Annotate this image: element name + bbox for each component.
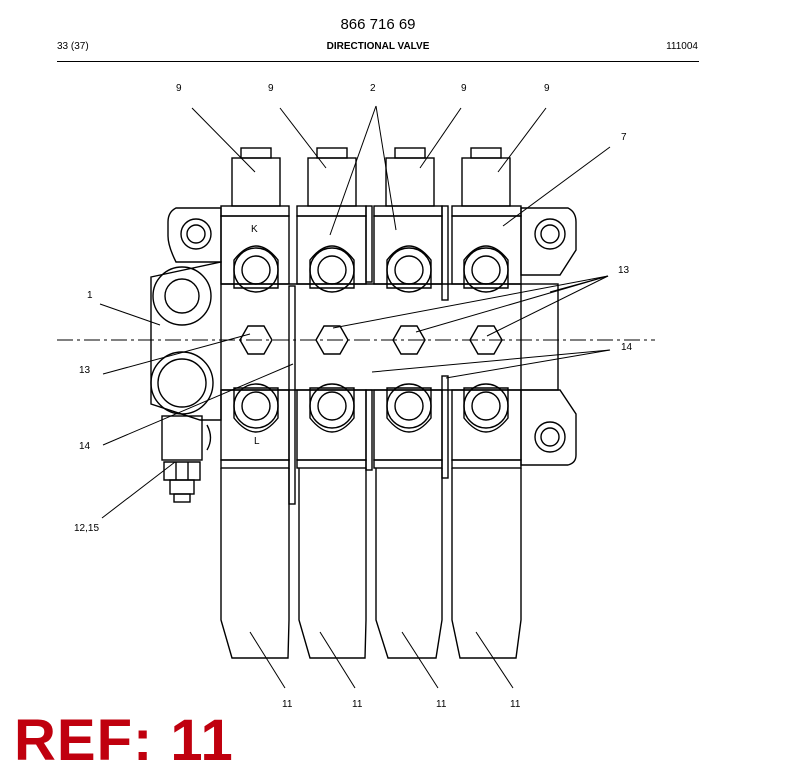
inlet-port	[152, 266, 212, 326]
date-code: 111004	[666, 41, 698, 52]
callout-9: 9	[176, 83, 182, 94]
valve-section-2	[296, 147, 373, 659]
callout-11: 11	[282, 699, 293, 710]
mounting-hole-right-top	[534, 218, 566, 250]
valve-section-4	[451, 147, 522, 659]
callout-11: 11	[510, 699, 521, 710]
callout-14: 14	[621, 342, 633, 353]
callout-9: 9	[544, 83, 550, 94]
port-label-k: K	[251, 224, 258, 235]
callout-14: 14	[79, 441, 91, 452]
valve-section-3	[373, 147, 449, 659]
callout-1: 1	[87, 290, 93, 301]
inlet-end-cover	[167, 207, 222, 263]
page-indicator: 33 (37)	[57, 41, 89, 52]
relief-valve-nut	[163, 461, 201, 481]
inlet-port-large	[150, 351, 214, 415]
document-number: 866 716 69	[340, 16, 416, 33]
callout-11: 11	[436, 699, 447, 710]
callout-9: 9	[461, 83, 467, 94]
callout-11: 11	[352, 699, 363, 710]
mounting-hole-right-bottom	[534, 421, 566, 453]
callout-12-15: 12,15	[74, 523, 100, 534]
port-label-l: L	[254, 436, 260, 447]
relief-valve-body	[161, 415, 203, 461]
callout-2: 2	[370, 83, 376, 94]
page-title: DIRECTIONAL VALVE	[326, 41, 430, 52]
callout-7: 7	[621, 132, 627, 143]
callout-13: 13	[618, 265, 630, 276]
outlet-end-cover	[520, 207, 577, 276]
reference-banner: REF: 11	[14, 708, 234, 773]
header-divider	[57, 61, 699, 62]
valve-section-1	[220, 147, 296, 659]
mounting-hole-left	[180, 218, 212, 250]
outlet-end-cover-lower	[520, 389, 577, 466]
callout-13: 13	[79, 365, 91, 376]
callout-9: 9	[268, 83, 274, 94]
